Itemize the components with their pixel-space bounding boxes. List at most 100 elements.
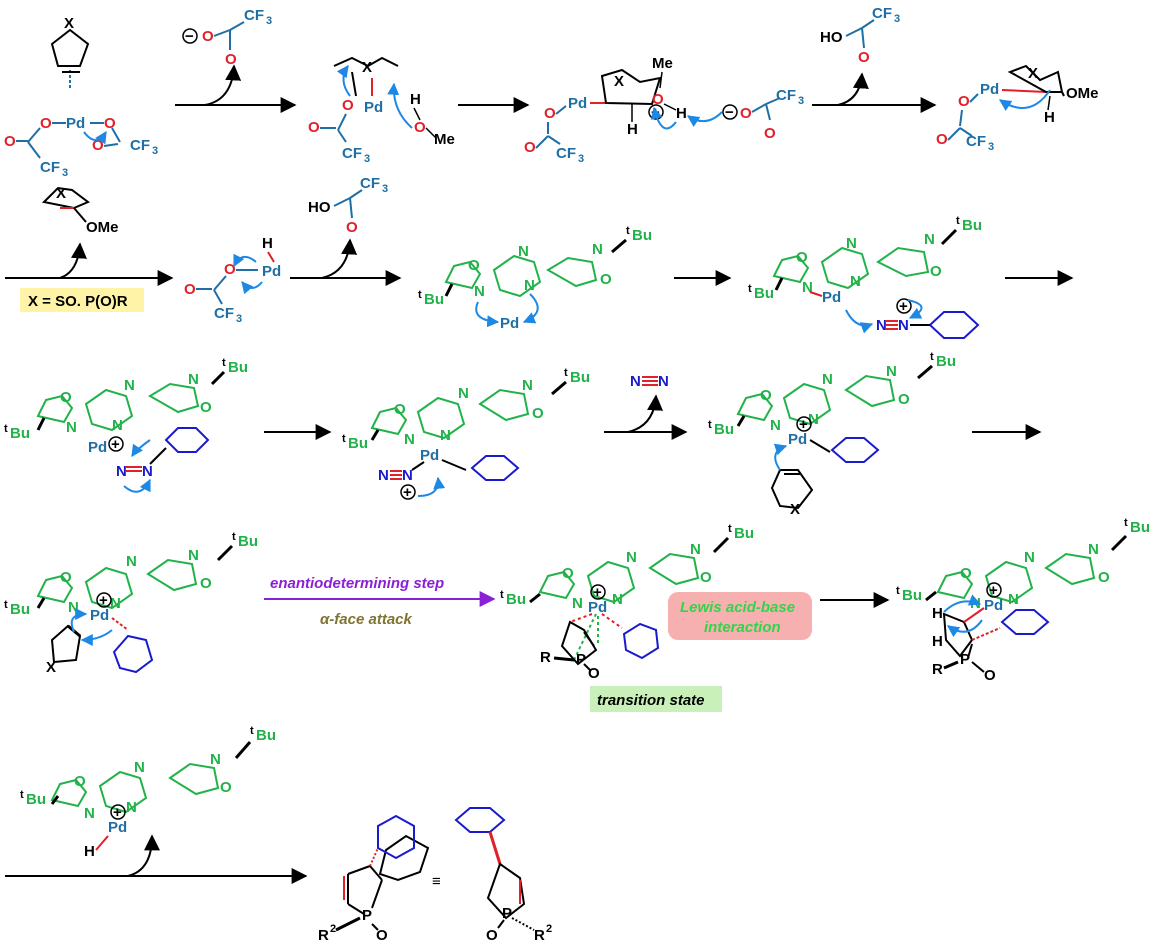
svg-text:N: N (124, 377, 135, 394)
svg-text:CF: CF (872, 5, 892, 22)
oxocarbenium-intermediate: Pd X H O Me + H O O CF 3 − O O CF 3 (524, 55, 804, 165)
svg-text:Pd: Pd (588, 599, 607, 616)
pd-hydride-ligand-complex: O N t Bu N N N O t Bu Pd + H (20, 725, 276, 860)
svg-text:O: O (936, 131, 948, 148)
svg-text:O: O (486, 927, 498, 944)
svg-text:Me: Me (652, 55, 673, 72)
svg-text:N: N (210, 751, 221, 768)
x-definition-box (20, 288, 144, 312)
lewis-label-line1: Lewis acid-base (680, 599, 795, 616)
svg-text:Bu: Bu (506, 591, 526, 608)
svg-text:X: X (56, 185, 66, 202)
svg-text:3: 3 (266, 15, 272, 27)
svg-text:Bu: Bu (570, 369, 590, 386)
svg-text:O: O (74, 773, 86, 790)
svg-text:P: P (576, 651, 586, 668)
transition-state-label: transition state (597, 692, 705, 709)
step-arrow-9 (604, 394, 688, 440)
svg-text:Bu: Bu (734, 525, 754, 542)
x-definition-label: X = SO. P(O)R (28, 293, 128, 310)
svg-text:H: H (932, 633, 943, 650)
svg-text:Bu: Bu (632, 227, 652, 244)
svg-text:OMe: OMe (1066, 85, 1099, 102)
svg-text:N: N (802, 279, 813, 296)
svg-text:O: O (220, 779, 232, 796)
svg-text:3: 3 (894, 13, 900, 25)
svg-text:N: N (112, 417, 123, 434)
svg-text:N: N (876, 317, 887, 334)
svg-text:O: O (740, 105, 752, 122)
svg-text:O: O (200, 399, 212, 416)
n2-released: N N (630, 373, 669, 390)
svg-text:N: N (142, 463, 153, 480)
svg-text:+: + (99, 592, 108, 609)
svg-text:t: t (896, 585, 900, 597)
svg-text:O: O (376, 927, 388, 944)
step-arrow-5 (290, 238, 402, 286)
svg-text:R: R (318, 927, 329, 944)
svg-text:O: O (342, 97, 354, 114)
methanol-attack-complex: X Pd O O CF 3 H O Me (308, 56, 455, 165)
svg-text:Bu: Bu (256, 727, 276, 744)
alpha-face-label: α-face attack (320, 611, 413, 628)
svg-text:t: t (418, 289, 422, 301)
svg-text:CF: CF (966, 133, 986, 150)
svg-text:+: + (989, 582, 998, 599)
svg-text:O: O (60, 569, 72, 586)
svg-text:N: N (378, 467, 389, 484)
svg-text:O: O (700, 569, 712, 586)
svg-text:N: N (188, 371, 199, 388)
svg-text:N: N (572, 595, 583, 612)
svg-text:P: P (960, 651, 970, 668)
svg-text:O: O (764, 125, 776, 142)
svg-text:+: + (111, 436, 120, 453)
svg-text:O: O (760, 387, 772, 404)
svg-text:O: O (984, 667, 996, 684)
svg-text:Bu: Bu (348, 435, 368, 452)
svg-text:Pd: Pd (822, 289, 841, 306)
svg-text:Me: Me (434, 131, 455, 148)
svg-text:+: + (593, 584, 602, 601)
svg-text:O: O (600, 271, 612, 288)
svg-text:Bu: Bu (424, 291, 444, 308)
svg-text:R: R (534, 927, 545, 944)
svg-text:H: H (410, 91, 421, 108)
svg-text:O: O (960, 565, 972, 582)
svg-text:O: O (184, 281, 196, 298)
svg-text:X: X (1028, 65, 1038, 82)
svg-text:O: O (468, 257, 480, 274)
svg-text:O: O (1098, 569, 1110, 586)
svg-text:N: N (1008, 591, 1019, 608)
svg-text:N: N (188, 547, 199, 564)
svg-text:Bu: Bu (238, 533, 258, 550)
lewis-interaction-box (668, 592, 812, 640)
svg-text:+: + (799, 416, 808, 433)
step-arrow-3 (812, 72, 937, 113)
svg-text:+: + (113, 804, 122, 821)
svg-text:N: N (126, 799, 137, 816)
svg-text:t: t (930, 351, 934, 363)
svg-text:N: N (898, 317, 909, 334)
svg-text:N: N (458, 385, 469, 402)
enol-ether-product-released: X OMe (41, 185, 119, 236)
svg-text:CF: CF (776, 87, 796, 104)
svg-text:N: N (850, 273, 861, 290)
svg-text:3: 3 (578, 153, 584, 165)
svg-text:Bu: Bu (902, 587, 922, 604)
svg-text:H: H (676, 105, 687, 122)
svg-text:CF: CF (130, 137, 150, 154)
svg-text:R: R (932, 661, 943, 678)
svg-text:Pd: Pd (420, 447, 439, 464)
svg-text:O: O (346, 219, 358, 236)
svg-text:N: N (84, 805, 95, 822)
svg-text:+: + (899, 298, 908, 315)
svg-text:H: H (1044, 109, 1055, 126)
product-phospholene-oxide-1: P O R 2 (318, 814, 430, 944)
svg-text:CF: CF (244, 7, 264, 24)
migratory-insertion-precursor: O N t Bu N N N O t Bu Pd + X (4, 531, 258, 676)
svg-text:t: t (4, 423, 8, 435)
svg-text:N: N (626, 549, 637, 566)
trifluoroacetic-acid-1: HO O CF 3 (820, 5, 900, 66)
alkene-coordination-complex: O N t Bu N N N O t Bu Pd + X (708, 351, 956, 518)
svg-text:X: X (790, 501, 800, 518)
